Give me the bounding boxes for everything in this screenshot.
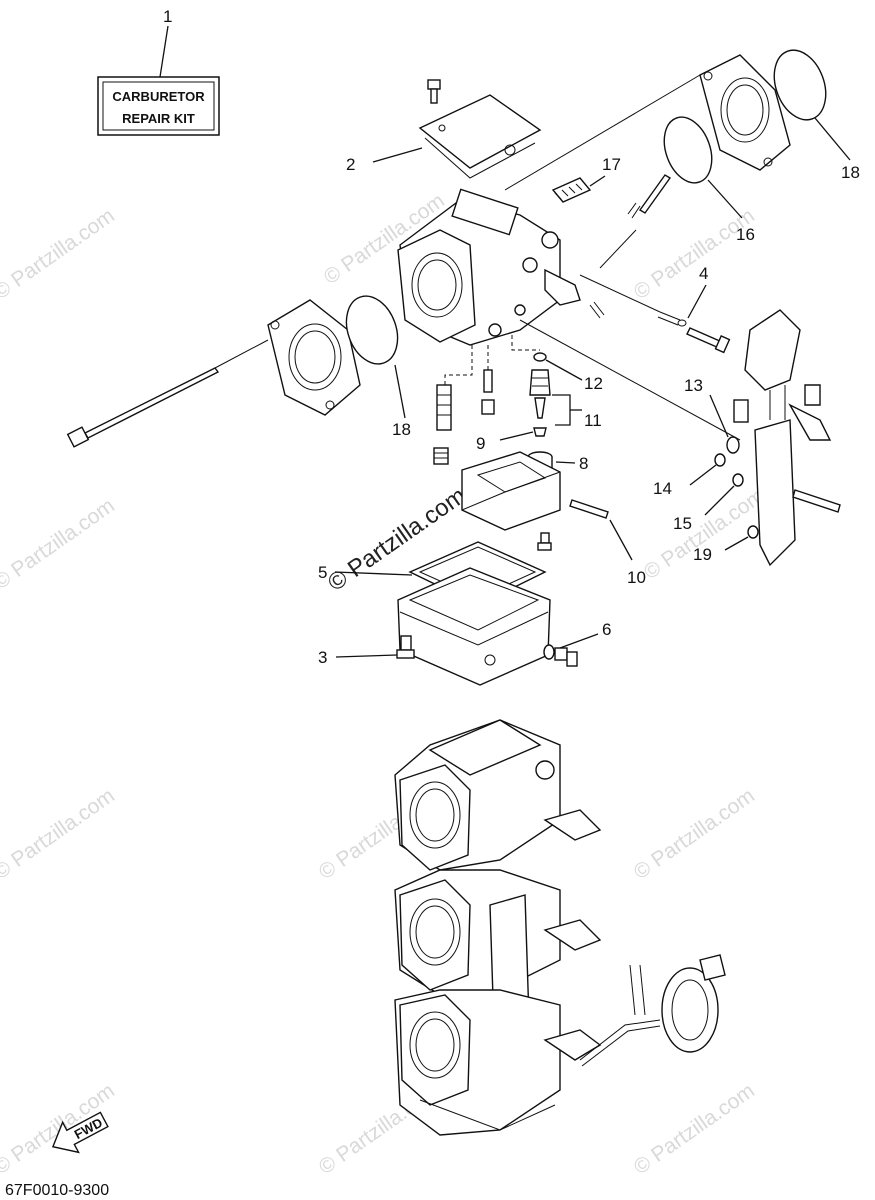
o-ring-12 bbox=[533, 352, 547, 362]
intake-flange-right bbox=[699, 54, 791, 171]
callout-8[interactable]: 8 bbox=[579, 454, 588, 473]
part-17-plug bbox=[551, 177, 592, 203]
callout-3[interactable]: 3 bbox=[318, 648, 327, 667]
clip-9 bbox=[533, 427, 547, 437]
leader-line bbox=[589, 175, 606, 187]
small-spring bbox=[589, 301, 605, 319]
leader-line bbox=[707, 179, 743, 219]
leader-line bbox=[689, 464, 717, 486]
cover-plate bbox=[418, 94, 542, 179]
leader-line bbox=[724, 536, 749, 551]
leader-line bbox=[334, 571, 413, 576]
kit-label-line1: CARBURETOR bbox=[112, 89, 205, 104]
fwd-arrow-icon: FWD bbox=[51, 1111, 109, 1154]
leader-line bbox=[545, 359, 583, 381]
part-4-screw bbox=[657, 311, 731, 354]
pilot-jet bbox=[481, 369, 495, 415]
float-screw bbox=[537, 532, 552, 551]
o-ring-19 bbox=[747, 525, 759, 539]
jet-guide-line bbox=[444, 345, 473, 385]
callout-11[interactable]: 11 bbox=[584, 411, 602, 430]
main-nozzle bbox=[436, 384, 452, 431]
leader-bracket bbox=[552, 394, 571, 426]
callout-16[interactable]: 16 bbox=[736, 225, 755, 244]
screw-guide-line bbox=[599, 229, 637, 269]
watermark: © Partzilla.com bbox=[0, 784, 119, 884]
pump-assembly bbox=[733, 309, 841, 567]
pump-guide-line bbox=[519, 319, 741, 441]
o-ring-right bbox=[773, 49, 827, 121]
callout-10[interactable]: 10 bbox=[627, 568, 646, 587]
carburetor-body bbox=[397, 188, 581, 346]
kit-label-line2: REPAIR KIT bbox=[122, 111, 195, 126]
diagram-code: 67F0010-9300 bbox=[5, 1182, 109, 1199]
o-ring-15 bbox=[732, 473, 744, 487]
o-ring-14 bbox=[714, 453, 726, 467]
callout-4[interactable]: 4 bbox=[699, 264, 708, 283]
watermark: © Partzilla.com bbox=[630, 204, 759, 304]
leader-line bbox=[709, 394, 729, 438]
leader-line bbox=[555, 461, 576, 464]
leader-line bbox=[394, 364, 406, 419]
leader-line bbox=[814, 117, 851, 161]
callout-13[interactable]: 13 bbox=[684, 376, 703, 395]
watermark: © Partzilla.com bbox=[630, 784, 759, 884]
callout-19[interactable]: 19 bbox=[693, 545, 712, 564]
float-bowl bbox=[397, 567, 551, 686]
screw-guide-line bbox=[579, 274, 661, 313]
callout-17[interactable]: 17 bbox=[602, 155, 621, 174]
leader-line bbox=[499, 431, 534, 441]
callout-15[interactable]: 15 bbox=[673, 514, 692, 533]
o-ring-6 bbox=[543, 644, 555, 660]
leader-line bbox=[559, 633, 599, 649]
leader-line bbox=[687, 284, 707, 319]
needle-valve-seat bbox=[529, 369, 551, 419]
drain-screw bbox=[554, 647, 578, 667]
long-bolt bbox=[66, 339, 269, 448]
repair-kit-box[interactable]: CARBURETOR REPAIR KIT bbox=[97, 76, 220, 136]
cover-screw bbox=[427, 79, 441, 104]
intake-flange-left bbox=[267, 299, 361, 416]
leader-line bbox=[704, 485, 735, 516]
carburetor-stack-assembled bbox=[394, 719, 726, 1136]
watermark: © Partzilla.com bbox=[0, 204, 119, 304]
watermark: © Partzilla.com bbox=[0, 494, 119, 594]
o-ring-13 bbox=[726, 436, 740, 454]
callout-1[interactable]: 1 bbox=[163, 7, 172, 26]
callout-14[interactable]: 14 bbox=[653, 479, 672, 498]
callout-12[interactable]: 12 bbox=[584, 374, 603, 393]
float bbox=[461, 451, 561, 531]
leader-line bbox=[335, 654, 398, 658]
callout-18-right[interactable]: 18 bbox=[841, 163, 860, 182]
leader-line bbox=[372, 147, 423, 163]
leader-line bbox=[159, 25, 169, 78]
o-ring-16 bbox=[663, 116, 713, 184]
o-ring-left bbox=[345, 295, 399, 365]
bowl-screw-3 bbox=[396, 635, 415, 659]
callout-5[interactable]: 5 bbox=[318, 563, 327, 582]
main-jet bbox=[433, 447, 449, 465]
callout-6[interactable]: 6 bbox=[602, 620, 611, 639]
callout-2[interactable]: 2 bbox=[346, 155, 355, 174]
leader-line bbox=[609, 519, 633, 561]
float-pin bbox=[569, 499, 609, 519]
watermark: © Partzilla.com bbox=[630, 1079, 759, 1179]
jet-guide-line bbox=[511, 335, 540, 351]
pilot-screw bbox=[627, 174, 672, 219]
alignment-line bbox=[504, 74, 701, 191]
callout-18-left[interactable]: 18 bbox=[392, 420, 411, 439]
callout-9[interactable]: 9 bbox=[476, 434, 485, 453]
